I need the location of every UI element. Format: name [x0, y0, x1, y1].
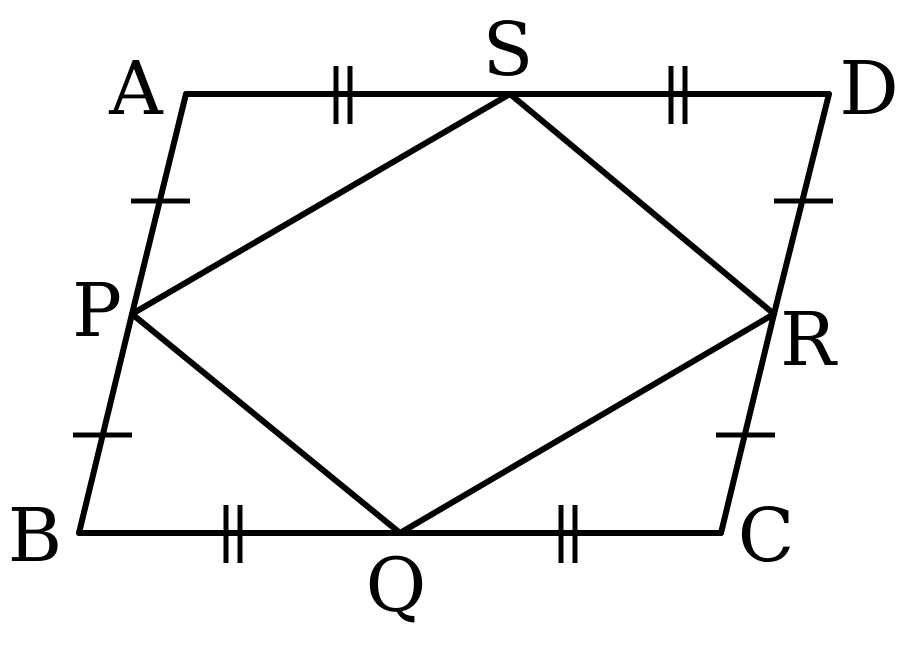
label-d: D — [839, 46, 898, 132]
double-tick-marks — [223, 66, 688, 563]
double-tick-bq — [223, 505, 243, 563]
label-c: C — [738, 493, 795, 579]
single-tick-marks — [73, 198, 833, 438]
label-b: B — [8, 493, 62, 579]
label-p: P — [72, 268, 122, 354]
segment-ps — [129, 91, 513, 317]
label-r: R — [780, 297, 838, 383]
segment-dr — [771, 91, 832, 317]
segment-rc — [718, 311, 777, 536]
segment-rq — [397, 311, 777, 536]
parallelogram-abcd — [76, 91, 832, 536]
double-tick-sd — [668, 66, 688, 124]
double-tick-qc — [558, 505, 578, 563]
segment-qp — [129, 311, 403, 536]
label-s: S — [483, 7, 534, 93]
segment-sr — [507, 91, 777, 317]
double-tick-as — [333, 66, 353, 124]
segment-pa — [129, 91, 189, 317]
quadrilateral-pqrs — [129, 91, 777, 536]
segment-bp — [76, 311, 135, 536]
label-q: Q — [366, 543, 427, 629]
vertex-labels: A B C D P Q R S — [8, 7, 899, 629]
label-a: A — [108, 46, 164, 132]
